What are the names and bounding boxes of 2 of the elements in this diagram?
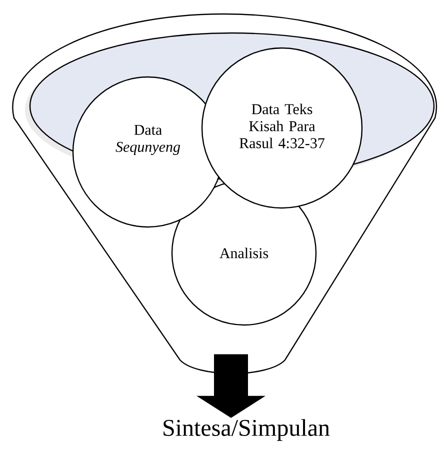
conclusion-text: Sintesa/Simpulan	[164, 419, 330, 441]
funnel-shape	[12, 13, 437, 374]
